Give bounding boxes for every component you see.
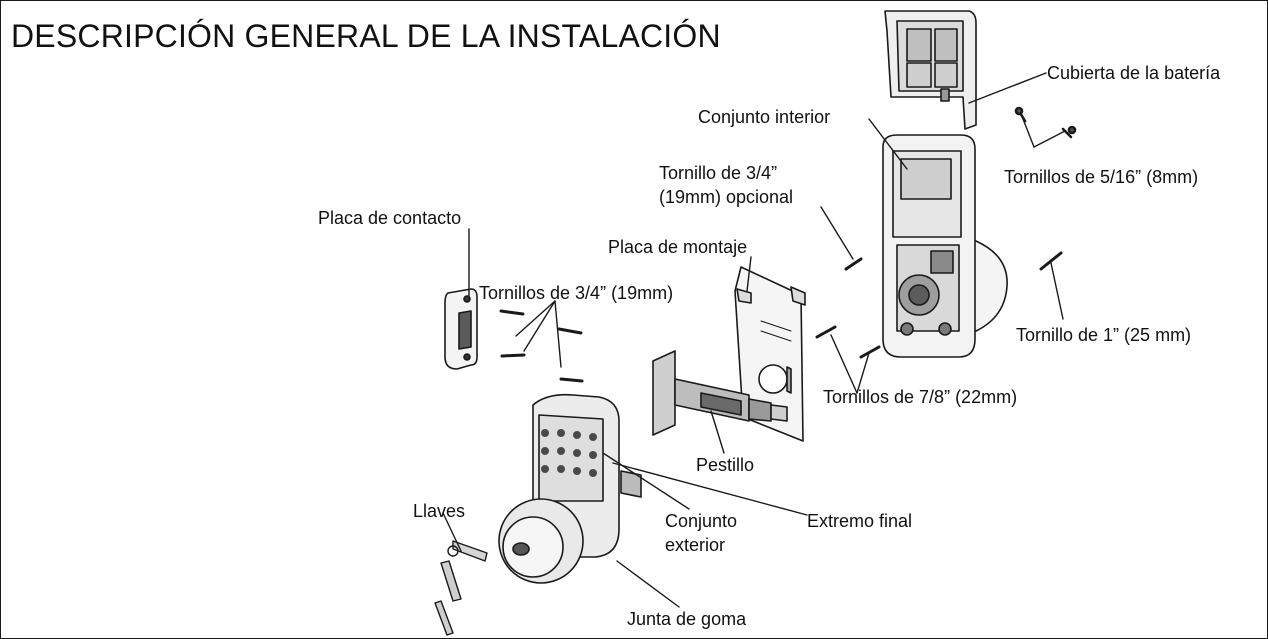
screws-78-drawing <box>815 325 881 359</box>
battery-cover-drawing <box>884 10 977 130</box>
contact-plate-drawing <box>444 288 478 370</box>
label-battery-cover: Cubierta de la batería <box>1047 63 1221 83</box>
label-mounting-plate: Placa de montaje <box>608 237 748 257</box>
label-rubber-gasket: Junta de goma <box>627 609 747 629</box>
label-screws-516: Tornillos de 5/16” (8mm) <box>1004 167 1199 187</box>
label-screw-34-optional-line1: Tornillo de 3/4” <box>659 163 778 183</box>
latch-drawing <box>652 350 788 436</box>
label-exterior-assembly: Conjunto exterior <box>665 509 737 557</box>
exterior-assembly-drawing <box>498 393 642 584</box>
leader-lines <box>442 72 1066 608</box>
label-screws-34: Tornillos de 3/4” (19mm) <box>479 283 674 303</box>
interior-assembly-drawing <box>882 134 1008 358</box>
label-screw-1in: Tornillo de 1” (25 mm) <box>1016 325 1192 345</box>
screw-34-optional-drawing <box>844 257 863 271</box>
label-contact-plate: Placa de contacto <box>318 208 462 228</box>
label-latch: Pestillo <box>696 455 755 475</box>
screws-34-drawing <box>499 309 584 383</box>
screws-516-drawing <box>1014 106 1077 139</box>
label-interior-assembly: Conjunto interior <box>698 107 831 127</box>
label-exterior-assembly-line2: exterior <box>665 535 726 555</box>
page-title: DESCRIPCIÓN GENERAL DE LA INSTALACIÓN <box>11 18 721 54</box>
label-tailpiece: Extremo final <box>807 511 913 531</box>
label-keys: Llaves <box>413 501 466 521</box>
label-screws-78: Tornillos de 7/8” (22mm) <box>823 387 1018 407</box>
keys-drawing <box>434 540 488 636</box>
label-exterior-assembly-line1: Conjunto <box>665 511 738 531</box>
label-screw-34-optional-line2: (19mm) opcional <box>659 187 794 207</box>
label-screw-34-optional: Tornillo de 3/4” (19mm) opcional <box>659 161 793 209</box>
mounting-plate-drawing <box>734 266 806 442</box>
screw-1in-drawing <box>1039 251 1063 271</box>
